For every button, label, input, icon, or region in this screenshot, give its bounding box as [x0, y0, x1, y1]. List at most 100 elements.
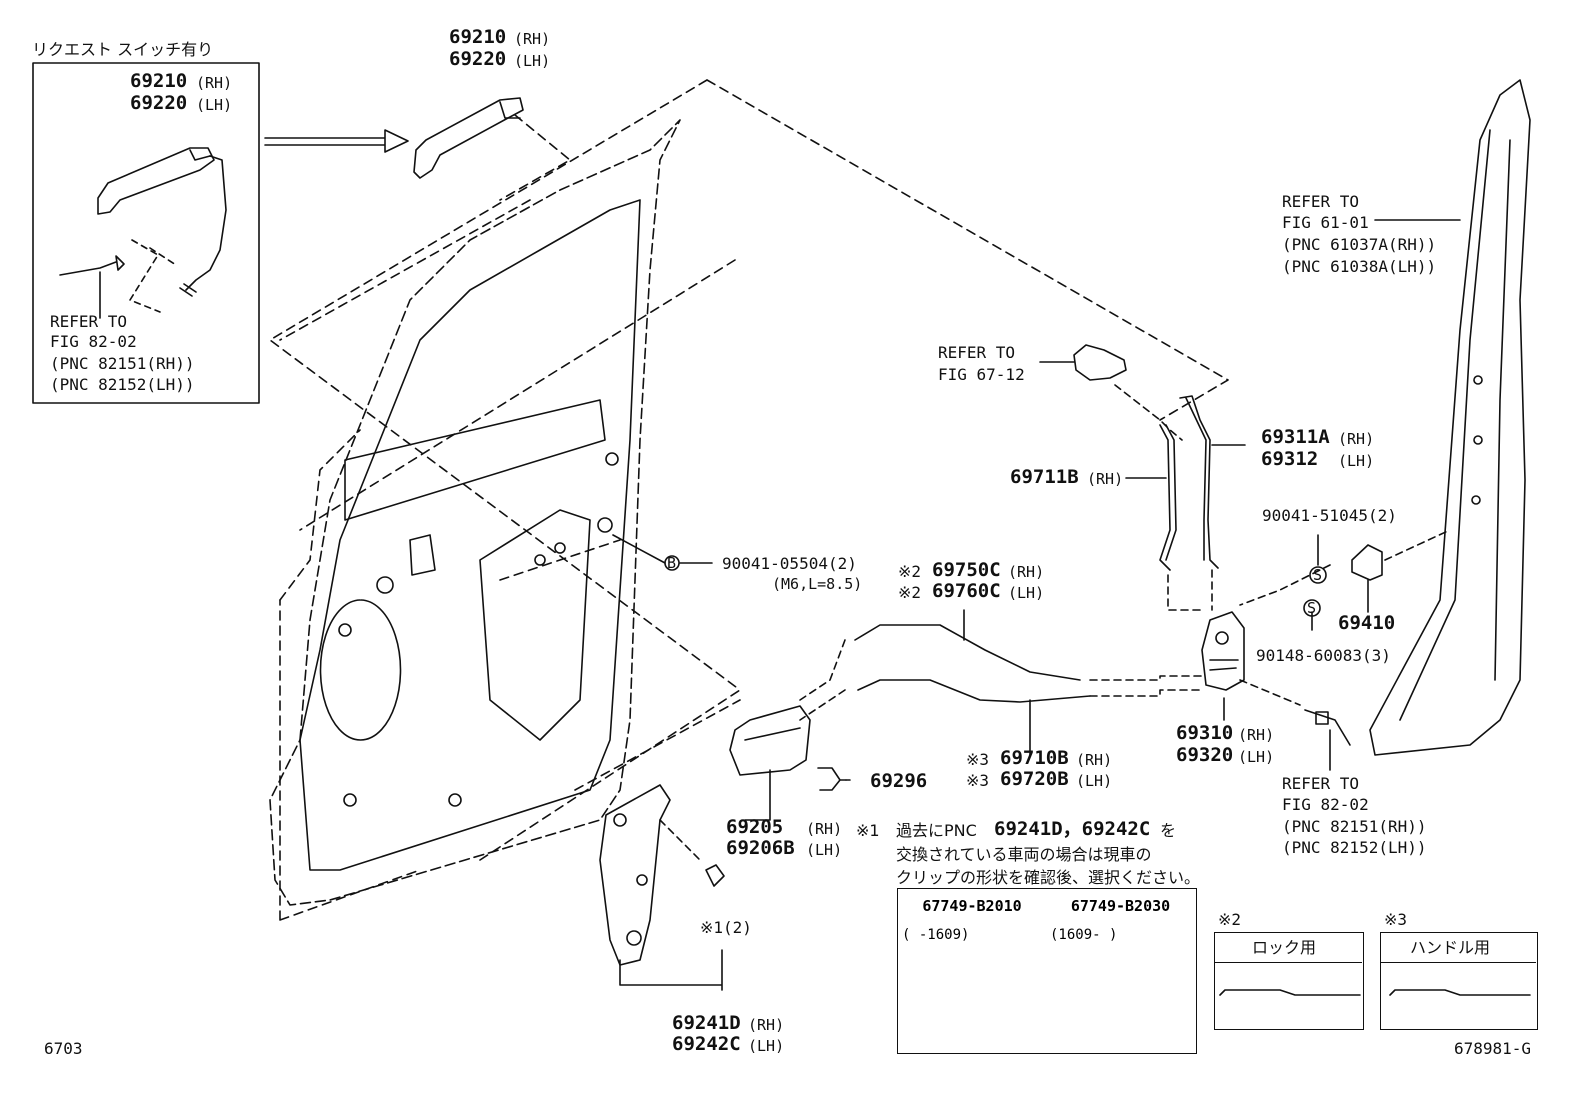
- inner-handle-icon: [729, 705, 811, 776]
- striker-icon: [1351, 544, 1383, 581]
- cylinder-refer-1: FIG 67-12: [938, 365, 1025, 384]
- handle-cable-legend-icon: [1389, 989, 1531, 996]
- arrow-icon: [264, 129, 409, 153]
- legend2-box: [1214, 932, 1364, 1030]
- cable-refer-0: REFER TO: [1282, 774, 1360, 793]
- inset-pn-lh: 69220: [130, 92, 188, 114]
- legend3-mark: ※3: [1384, 910, 1408, 929]
- speaker-hole-icon: [319, 599, 402, 741]
- inset-handle-icon: [97, 147, 215, 215]
- bolt-s2-mark: S: [1307, 599, 1317, 617]
- cable-refer-2: (PNC 82151(RH)): [1282, 817, 1427, 836]
- door-frame-icon: [269, 119, 681, 906]
- legend3-label: ハンドル用: [1410, 938, 1491, 957]
- label-90041-51045: 90041-51045(2): [1262, 506, 1397, 525]
- label-69310-rh: (RH): [1238, 726, 1275, 744]
- label-69312-lh: (LH): [1338, 452, 1375, 470]
- label-69296: 69296: [870, 770, 928, 792]
- label-69720b: 69720B: [1000, 768, 1069, 790]
- note-line1b: を: [1160, 821, 1177, 840]
- label-69210: 69210: [449, 26, 507, 48]
- bolt-s1-symbol: [1309, 566, 1327, 584]
- key-cylinder-icon: [1073, 344, 1127, 381]
- cable-icon: [854, 624, 1091, 703]
- mark3-a: ※3: [966, 750, 990, 769]
- label-69320-lh: (LH): [1238, 748, 1275, 766]
- label-69241d: 69241D: [672, 1012, 741, 1034]
- label-69750c-rh: (RH): [1008, 563, 1045, 581]
- mark2-a: ※2: [898, 562, 922, 581]
- bolt-s1-mark: S: [1313, 566, 1323, 584]
- note-line3: クリップの形状を確認後、選択ください。: [896, 868, 1201, 887]
- cylinder-refer-0: REFER TO: [938, 343, 1016, 362]
- bolt-s2-symbol: [1303, 599, 1321, 617]
- label-90148-60083: 90148-60083(3): [1256, 646, 1391, 665]
- window-rail-icon: [344, 399, 606, 521]
- clip-icon: [705, 864, 725, 887]
- lock-cable-legend-icon: [1219, 989, 1361, 996]
- clip-table: [897, 888, 1197, 1054]
- note-line2: 交換されている車両の場合は現車の: [896, 845, 1152, 864]
- bracket-icon: [599, 784, 671, 966]
- center-pillar-icon: [1369, 79, 1531, 756]
- label-69242c: 69242C: [672, 1033, 741, 1055]
- label-clip-qty: ※1(2): [700, 918, 752, 937]
- footer-left: 6703: [44, 1039, 83, 1058]
- label-69750c: 69750C: [932, 559, 1001, 581]
- inset-refer-1: FIG 82-02: [50, 332, 137, 351]
- inset-title: リクエスト スイッチ有り: [32, 40, 214, 59]
- clip-table-range-0: ( -1609): [902, 927, 970, 943]
- label-69710b: 69710B: [1000, 747, 1069, 769]
- door-lock-icon: [1201, 611, 1245, 691]
- pillar-refer-1: FIG 61-01: [1282, 213, 1369, 232]
- label-69760c-lh: (LH): [1008, 584, 1045, 602]
- clip-table-range-1: (1609- ): [1050, 927, 1118, 943]
- legend3-box: [1380, 932, 1538, 1030]
- inset-lh: (LH): [196, 96, 233, 114]
- mark2-b: ※2: [898, 583, 922, 602]
- label-69312: 69312: [1261, 448, 1319, 470]
- inset-harness-icon: [185, 155, 227, 291]
- door-cable-icon: [1304, 709, 1351, 746]
- label-69205: 69205: [726, 816, 784, 838]
- label-69242c-lh: (LH): [748, 1037, 785, 1055]
- label-69220: 69220: [449, 48, 507, 70]
- label-69210-rh: (RH): [514, 30, 551, 48]
- label-90041-05504: 90041-05504(2): [722, 554, 857, 573]
- cable-refer-1: FIG 82-02: [1282, 795, 1369, 814]
- clip-table-header-1: 67749-B2030: [1070, 897, 1171, 915]
- label-69206b-lh: (LH): [806, 841, 843, 859]
- inset-rh: (RH): [196, 74, 233, 92]
- mark3-b: ※3: [966, 771, 990, 790]
- label-69760c: 69760C: [932, 580, 1001, 602]
- label-69220-lh: (LH): [514, 52, 551, 70]
- inset-refer-2: (PNC 82151(RH)): [50, 354, 195, 373]
- rod-69311a-icon: [1179, 395, 1219, 569]
- note-line1: 過去にPNC: [896, 821, 977, 840]
- footer-right: 678981-G: [1454, 1039, 1532, 1058]
- note-mark: ※1: [856, 821, 880, 840]
- inset-refer-3: (PNC 82152(LH)): [50, 375, 195, 394]
- cable-refer-3: (PNC 82152(LH)): [1282, 838, 1427, 857]
- label-69206b: 69206B: [726, 837, 795, 859]
- outer-handle-icon: [413, 97, 524, 179]
- inset-pn-rh: 69210: [130, 70, 188, 92]
- label-69311a: 69311A: [1261, 426, 1330, 448]
- pillar-refer-2: (PNC 61037A(RH)): [1282, 235, 1437, 254]
- inset-cable-icon: [59, 255, 125, 276]
- label-69710b-rh: (RH): [1076, 751, 1113, 769]
- label-69320: 69320: [1176, 744, 1234, 766]
- rod-69711b-icon: [1159, 424, 1177, 571]
- screw-icon: [817, 767, 847, 791]
- bolt-b-mark: B: [667, 554, 677, 572]
- clip-table-header-0: 67749-B2010: [922, 897, 1022, 915]
- exploded-outline: [269, 79, 1229, 691]
- pillar-refer-3: (PNC 61038A(LH)): [1282, 257, 1437, 276]
- note-pnc: 69241D，69242C: [994, 818, 1151, 840]
- legend2-label: ロック用: [1252, 938, 1317, 957]
- inset-refer-0: REFER TO: [50, 312, 128, 331]
- label-69310: 69310: [1176, 722, 1234, 744]
- label-69720b-lh: (LH): [1076, 772, 1113, 790]
- label-69311a-rh: (RH): [1338, 430, 1375, 448]
